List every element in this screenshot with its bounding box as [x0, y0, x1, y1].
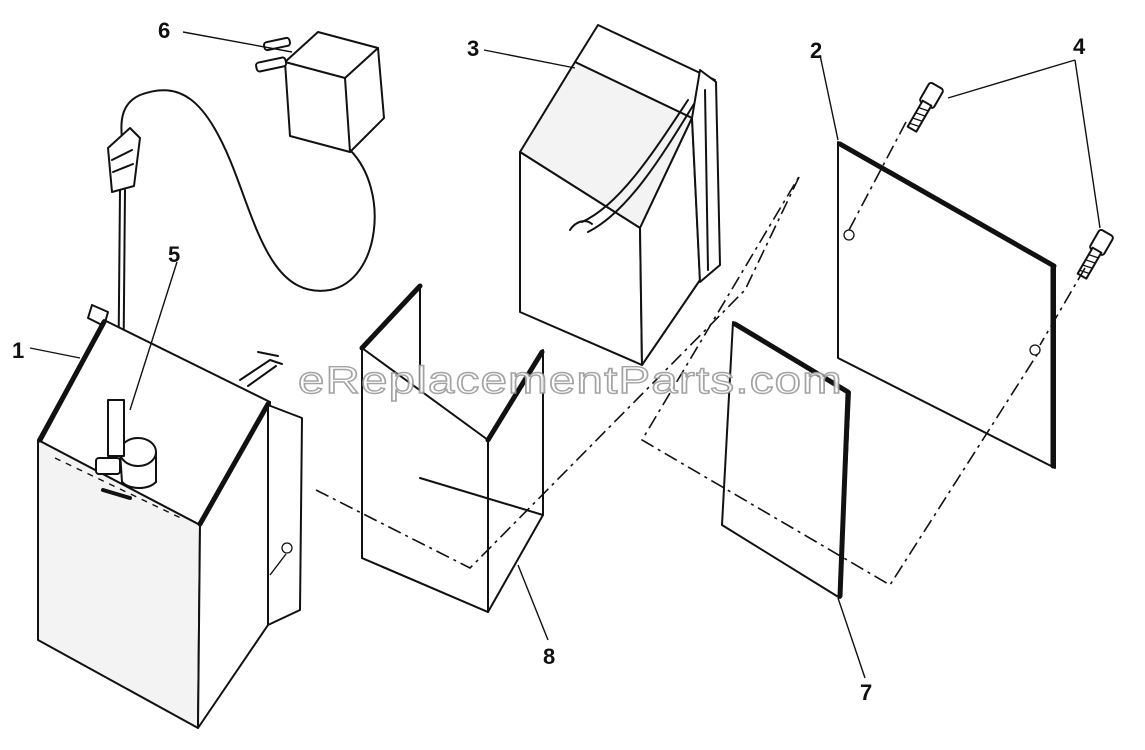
part-6-charger: [255, 31, 385, 153]
callout-7: 7: [860, 680, 872, 705]
callout-2: 2: [810, 38, 822, 63]
callout-leaders: [29, 31, 1101, 679]
charger-cord: [120, 89, 376, 292]
callout-8: 8: [543, 644, 555, 669]
watermark-text: eReplacementParts.com: [298, 360, 843, 402]
part-1-battery-box: [37, 304, 303, 729]
callout-4: 4: [1073, 34, 1086, 59]
callout-6: 6: [158, 18, 170, 43]
part-3-battery: [519, 24, 721, 366]
part-2-cover-plate: [837, 141, 1057, 469]
callout-1: 1: [12, 338, 24, 363]
callout-5: 5: [168, 242, 180, 267]
callout-3: 3: [467, 36, 479, 61]
assembly-dash-lines: [315, 121, 1086, 587]
part-8-liner: [359, 283, 545, 613]
part-7-panel: [721, 321, 851, 599]
part-4-screws: [906, 81, 1114, 280]
